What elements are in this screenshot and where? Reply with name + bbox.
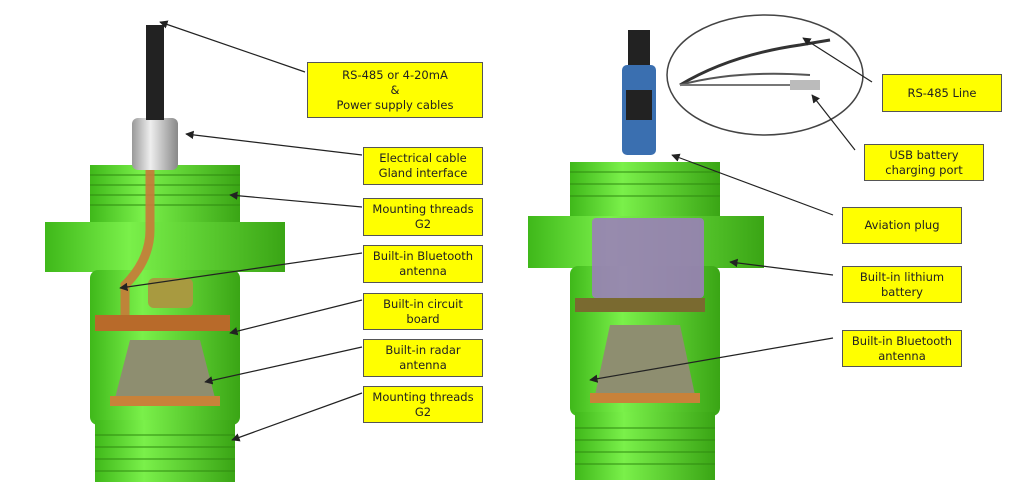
- label-line: Electrical cable: [379, 151, 467, 165]
- label-radar-antenna: Built-in radar antenna: [363, 339, 483, 377]
- leader-arrows: [119, 20, 873, 442]
- label-power-supply-cables: RS-485 or 4-20mA & Power supply cables: [307, 62, 483, 118]
- label-line: &: [390, 82, 400, 97]
- label-line: RS-485 or 4-20mA: [342, 67, 448, 82]
- label-usb-charging-port: USB battery charging port: [864, 144, 984, 181]
- label-line: USB battery: [889, 147, 959, 162]
- label-mounting-threads-top: Mounting threads G2: [363, 198, 483, 236]
- label-line: Built-in Bluetooth: [372, 249, 474, 263]
- label-line: Aviation plug: [864, 218, 940, 232]
- label-lithium-battery: Built-in lithium battery: [842, 266, 962, 303]
- label-line: antenna: [399, 358, 447, 372]
- label-cable-gland: Electrical cable Gland interface: [363, 147, 483, 185]
- label-line: battery: [881, 284, 923, 299]
- label-bluetooth-antenna-right: Built-in Bluetooth antenna: [842, 330, 962, 367]
- label-line: Built-in circuit: [383, 296, 463, 311]
- label-line: Built-in radar: [385, 343, 461, 357]
- label-line: charging port: [885, 162, 963, 177]
- label-line: antenna: [399, 264, 447, 278]
- label-line: G2: [414, 404, 432, 419]
- label-bluetooth-antenna-left: Built-in Bluetooth antenna: [363, 245, 483, 283]
- label-line: Built-in lithium: [859, 269, 945, 284]
- label-rs485-line: RS-485 Line: [882, 74, 1002, 112]
- label-aviation-plug: Aviation plug: [842, 207, 962, 244]
- label-line: Power supply cables: [336, 97, 454, 112]
- label-mounting-threads-bottom: Mounting threads G2: [363, 386, 483, 423]
- label-line: Gland interface: [378, 166, 468, 180]
- label-line: Mounting threads: [372, 389, 474, 404]
- label-circuit-board: Built-in circuit board: [363, 293, 483, 330]
- right-sensor: [528, 14, 864, 480]
- label-line: board: [406, 311, 440, 326]
- left-sensor: [45, 25, 285, 482]
- label-line: antenna: [878, 348, 926, 363]
- label-line: RS-485 Line: [907, 85, 977, 100]
- label-line: G2: [414, 217, 432, 231]
- label-line: Built-in Bluetooth: [851, 333, 953, 348]
- label-line: Mounting threads: [372, 202, 474, 216]
